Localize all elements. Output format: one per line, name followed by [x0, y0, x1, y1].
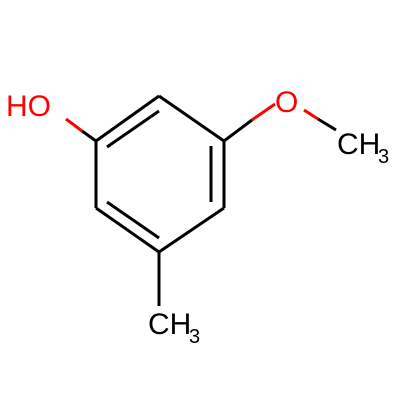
ring-methyl-label: CH — [148, 308, 191, 341]
bond-c1-oh-red — [65, 117, 83, 133]
bond-c1-oh-black — [81, 129, 97, 143]
substituent-bonds — [65, 102, 337, 306]
ring-methyl-subscript: 3 — [189, 326, 200, 348]
bond-c5-c6 — [95, 206, 160, 254]
bond-c3-o-red — [251, 102, 276, 122]
inner-bond-c1-c2 — [106, 109, 160, 149]
aromatic-inner-bonds — [106, 109, 213, 240]
ring-bonds — [94, 94, 226, 254]
bond-o-ch3-black — [317, 117, 337, 132]
bond-c3-o-black — [223, 118, 253, 143]
ether-oxygen-label: O — [275, 86, 298, 119]
bond-o-ch3-red — [303, 108, 319, 121]
methoxy-methyl-label: CH — [337, 128, 380, 161]
hydroxyl-label: HO — [6, 90, 51, 123]
inner-bond-c5-c6 — [106, 200, 160, 240]
bond-c2-c3 — [158, 94, 225, 143]
methoxy-methyl-subscript: 3 — [378, 146, 389, 168]
bond-c1-c2 — [95, 94, 160, 143]
bond-c4-c5 — [158, 206, 225, 254]
